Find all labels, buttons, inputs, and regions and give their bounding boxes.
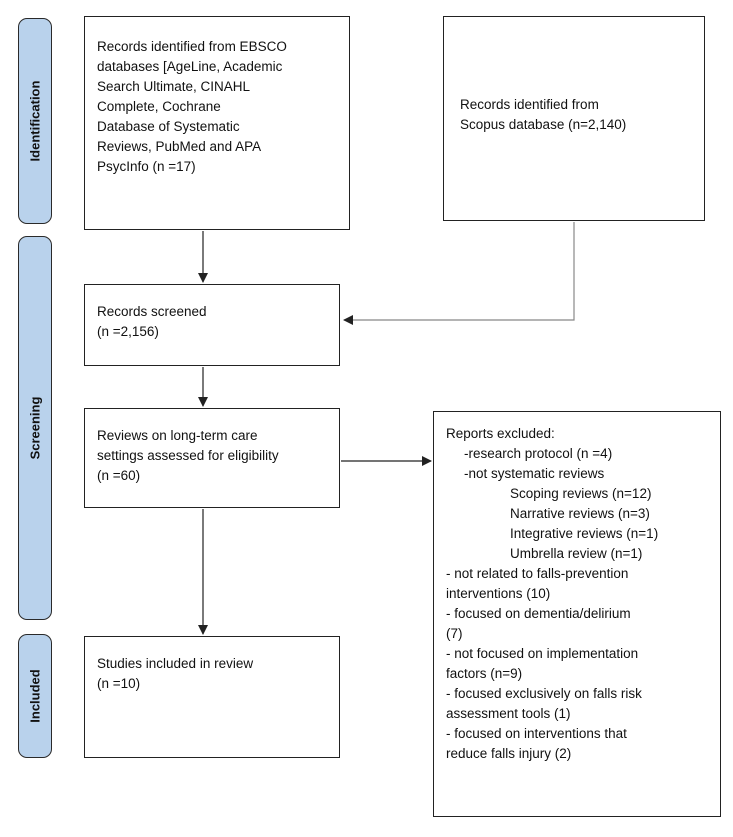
exclusion-subitem: Narrative reviews (n=3) bbox=[510, 506, 650, 521]
exclusion-item: - focused on dementia/delirium bbox=[446, 606, 631, 621]
exclusion-item: - not related to falls-prevention bbox=[446, 566, 629, 581]
stage-included: Included bbox=[18, 634, 52, 758]
exclusion-subitem: Umbrella review (n=1) bbox=[510, 546, 643, 561]
reports-excluded-title: Reports excluded: bbox=[446, 426, 555, 441]
exclusion-item-cont: reduce falls injury (2) bbox=[446, 746, 572, 761]
scopus-records-box: Records identified from Scopus database … bbox=[443, 16, 705, 221]
exclusion-item-cont: interventions (10) bbox=[446, 586, 551, 601]
exclusion-item: -not systematic reviews bbox=[464, 466, 605, 481]
records-screened-box: Records screened (n =2,156) bbox=[84, 284, 340, 366]
ebsco-records-box: Records identified from EBSCO databases … bbox=[84, 16, 350, 230]
exclusion-item: - focused exclusively on falls risk bbox=[446, 686, 642, 701]
exclusion-subitem: Integrative reviews (n=1) bbox=[510, 526, 659, 541]
stage-identification: Identification bbox=[18, 18, 52, 224]
stage-screening: Screening bbox=[18, 236, 52, 620]
ebsco-records-text: Records identified from EBSCO databases … bbox=[97, 39, 287, 174]
exclusion-item: -research protocol (n =4) bbox=[464, 446, 613, 461]
eligibility-box: Reviews on long-term care settings asses… bbox=[84, 408, 340, 508]
eligibility-text: Reviews on long-term care settings asses… bbox=[97, 428, 279, 483]
exclusion-item-cont: assessment tools (1) bbox=[446, 706, 571, 721]
arrow-scopus-to-screened bbox=[343, 222, 575, 325]
exclusion-subitem: Scoping reviews (n=12) bbox=[510, 486, 652, 501]
exclusion-item-cont: (7) bbox=[446, 626, 463, 641]
exclusion-item-cont: factors (n=9) bbox=[446, 666, 523, 681]
records-screened-text: Records screened (n =2,156) bbox=[97, 304, 207, 339]
studies-included-box: Studies included in review (n =10) bbox=[84, 636, 340, 758]
reports-excluded-box: Reports excluded: -research protocol (n … bbox=[433, 411, 721, 817]
scopus-records-text: Records identified from Scopus database … bbox=[460, 97, 627, 132]
exclusion-item: - not focused on implementation bbox=[446, 646, 639, 661]
exclusion-item: - focused on interventions that bbox=[446, 726, 627, 741]
studies-included-text: Studies included in review (n =10) bbox=[97, 656, 254, 691]
